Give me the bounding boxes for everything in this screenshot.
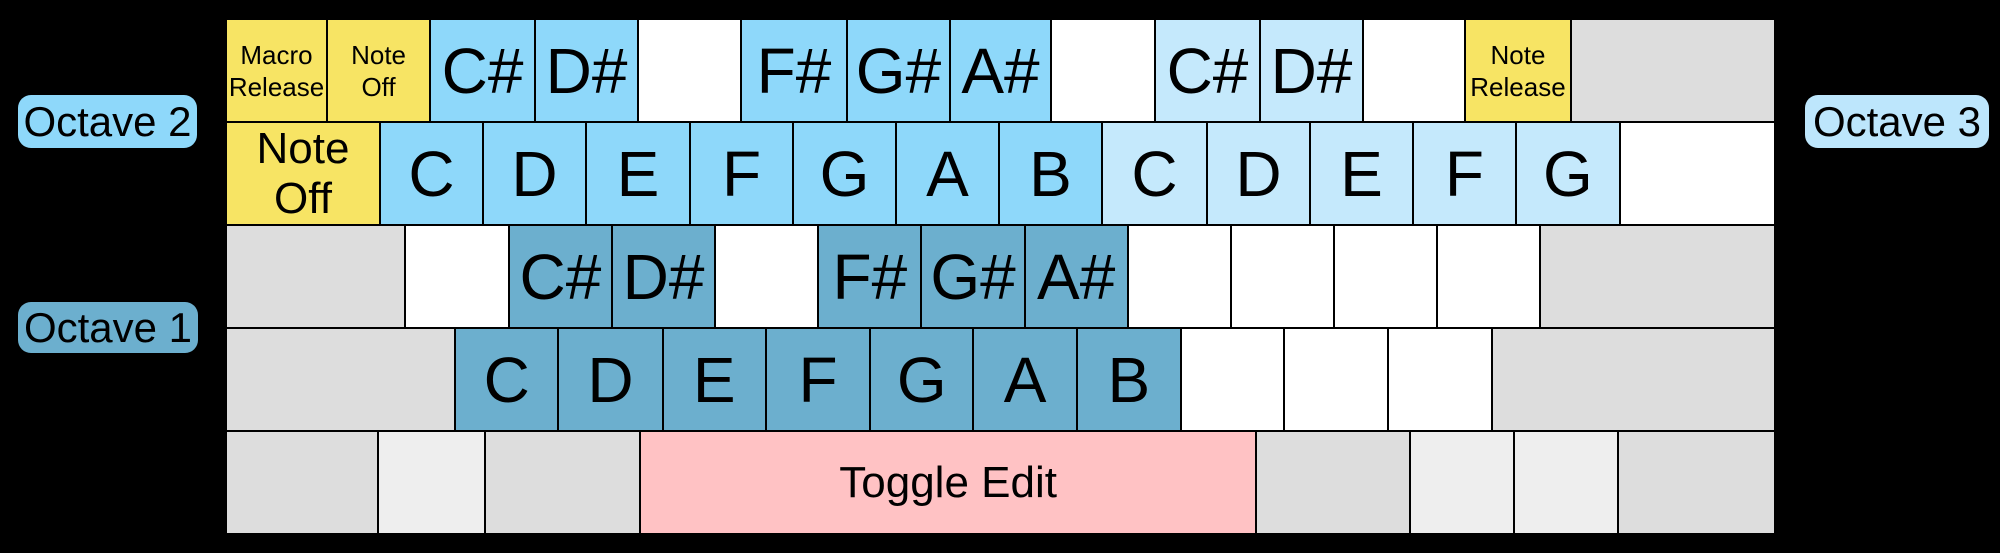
key-g-octave3: G xyxy=(1515,122,1620,225)
key-blank-gray xyxy=(226,328,456,431)
key-g-octave2: G xyxy=(792,122,896,225)
key-fsharp-octave1: F# xyxy=(818,225,922,328)
key-d-octave1: D xyxy=(558,328,663,431)
key-b-octave2: B xyxy=(998,122,1102,225)
key-blank xyxy=(1180,328,1285,431)
key-a-octave2: A xyxy=(895,122,999,225)
key-blank-gray xyxy=(1410,431,1515,534)
key-blank-gray xyxy=(1256,431,1411,534)
key-c-octave3: C xyxy=(1101,122,1207,225)
key-blank xyxy=(1437,225,1541,328)
key-blank-gray xyxy=(1514,431,1618,534)
key-fsharp-octave2: F# xyxy=(741,19,847,122)
key-blank-gray xyxy=(1491,328,1775,431)
keyboard-row: Toggle Edit xyxy=(226,431,1775,534)
octave-3-badge: Octave 3 xyxy=(1805,95,1989,148)
key-c-octave2: C xyxy=(380,122,483,225)
key-blank-gray xyxy=(378,431,485,534)
key-blank xyxy=(404,225,509,328)
key-blank-gray xyxy=(1617,431,1775,534)
key-e-octave1: E xyxy=(662,328,766,431)
key-blank-gray xyxy=(1570,19,1775,122)
key-d-octave3: D xyxy=(1206,122,1310,225)
key-blank xyxy=(1230,225,1334,328)
key-e-octave2: E xyxy=(586,122,690,225)
key-blank xyxy=(1051,19,1155,122)
keyboard-row: C#D# F#G#A# xyxy=(226,225,1775,328)
key-f-octave1: F xyxy=(765,328,871,431)
key-e-octave3: E xyxy=(1309,122,1413,225)
key-blank xyxy=(1388,328,1492,431)
key-blank xyxy=(1334,225,1438,328)
key-b-octave1: B xyxy=(1076,328,1181,431)
key-c-octave1: C xyxy=(455,328,559,431)
key-g-octave1: G xyxy=(870,328,974,431)
key-blank xyxy=(715,225,819,328)
key-dsharp-octave3: D# xyxy=(1259,19,1363,122)
key-dsharp-octave2: D# xyxy=(535,19,639,122)
key-csharp-octave1: C# xyxy=(508,225,613,328)
key-asharp-octave2: A# xyxy=(949,19,1052,122)
key-f-octave3: F xyxy=(1412,122,1516,225)
key-blank xyxy=(1127,225,1231,328)
key-blank xyxy=(1362,19,1465,122)
key-toggle-edit: Toggle Edit xyxy=(640,431,1256,534)
key-blank xyxy=(1619,122,1775,225)
key-gsharp-octave1: G# xyxy=(921,225,1025,328)
octave-1-badge: Octave 1 xyxy=(18,302,198,353)
key-blank-gray xyxy=(485,431,641,534)
key-blank-gray xyxy=(226,431,379,534)
key-dsharp-octave1: D# xyxy=(612,225,716,328)
key-blank-gray xyxy=(1540,225,1775,328)
key-gsharp-octave2: G# xyxy=(846,19,950,122)
key-blank-gray xyxy=(226,225,405,328)
key-f-octave2: F xyxy=(689,122,793,225)
key-blank xyxy=(638,19,742,122)
key-csharp-octave3: C# xyxy=(1155,19,1260,122)
key-d-octave2: D xyxy=(483,122,586,225)
key-asharp-octave1: A# xyxy=(1024,225,1128,328)
key-blank xyxy=(1284,328,1389,431)
key-csharp-octave2: C# xyxy=(430,19,536,122)
octave-2-badge: Octave 2 xyxy=(18,95,197,148)
key-a-octave1: A xyxy=(973,328,1077,431)
